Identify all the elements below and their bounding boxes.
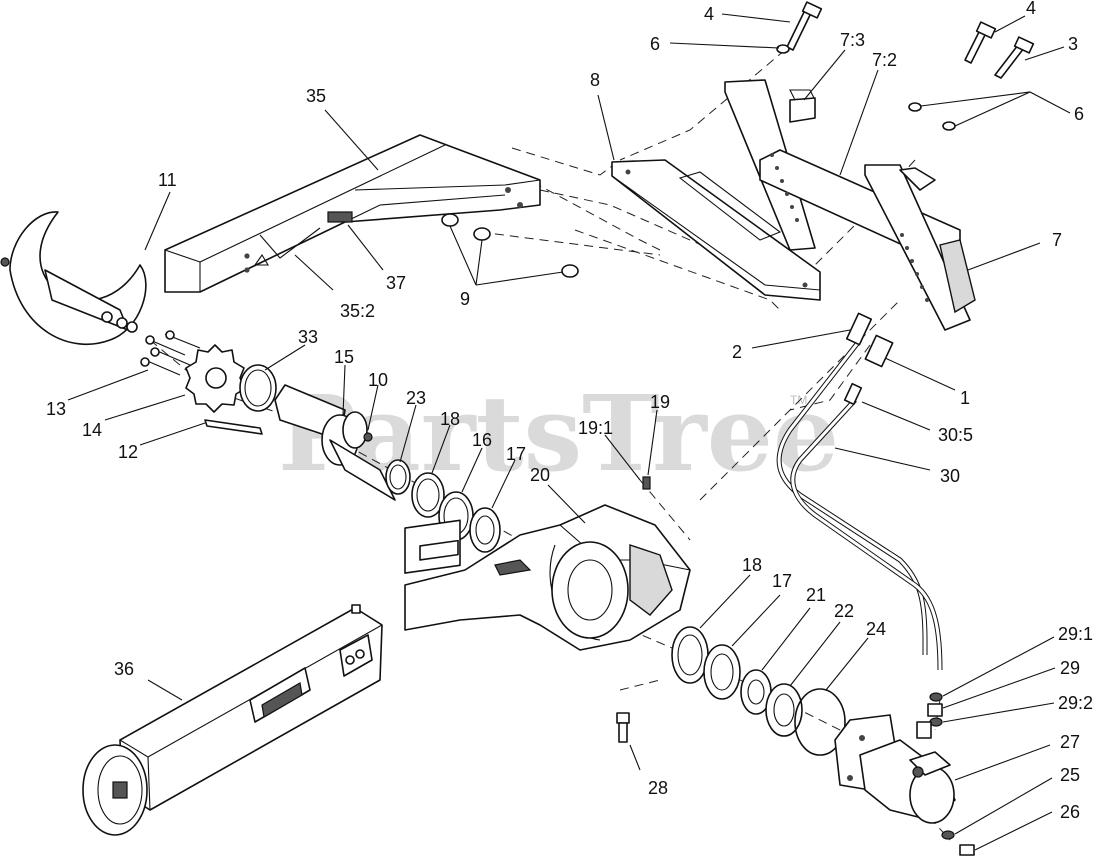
callout-25: 25 <box>1060 765 1080 785</box>
callout-29-2: 29:2 <box>1058 693 1093 713</box>
callout-21: 21 <box>806 585 826 605</box>
callout-35: 35 <box>306 86 326 106</box>
bolts-bottom <box>941 830 975 856</box>
callout-6-left: 6 <box>650 34 660 54</box>
part-9-bushings <box>441 213 579 278</box>
part-30-hoses <box>776 338 943 671</box>
callout-18-left: 18 <box>440 409 460 429</box>
callout-17-left: 17 <box>506 444 526 464</box>
hose-fittings-top <box>843 312 894 406</box>
callout-8: 8 <box>590 70 600 90</box>
callout-26: 26 <box>1060 802 1080 822</box>
callout-33: 33 <box>298 327 318 347</box>
part-27-motor <box>834 714 956 824</box>
part-28-bolt <box>616 712 630 743</box>
callout-19: 19 <box>650 392 670 412</box>
callout-22: 22 <box>834 601 854 621</box>
bearing-set-right <box>671 626 846 756</box>
callout-6-right: 6 <box>1074 104 1084 124</box>
callout-11: 11 <box>158 170 177 190</box>
callout-4-left: 4 <box>704 4 714 24</box>
callout-7-2: 7:2 <box>872 50 897 70</box>
part-8-plate <box>611 159 821 301</box>
callout-13: 13 <box>46 399 66 419</box>
callout-37: 37 <box>386 273 406 293</box>
callout-2: 2 <box>732 342 742 362</box>
part-14-sprocket <box>185 344 247 413</box>
part-7-3-decal <box>789 97 816 123</box>
callout-10: 10 <box>368 370 388 390</box>
callout-14: 14 <box>82 420 102 440</box>
callout-18-right: 18 <box>742 555 762 575</box>
callout-12: 12 <box>118 442 138 462</box>
callout-28: 28 <box>648 778 668 798</box>
callout-29-1: 29:1 <box>1058 624 1093 644</box>
callout-1: 1 <box>960 388 970 408</box>
part-20-housing <box>404 504 691 651</box>
watermark-trademark: TM <box>790 393 807 407</box>
part-36-boom <box>82 604 383 836</box>
part-33-snap-ring <box>239 364 277 412</box>
part-11-auger <box>0 211 147 345</box>
callout-36: 36 <box>114 659 134 679</box>
callout-30: 30 <box>940 466 960 486</box>
callout-7-3: 7:3 <box>840 30 865 50</box>
callout-4-right: 4 <box>1026 0 1036 18</box>
callout-20: 20 <box>530 465 550 485</box>
callout-17-right: 17 <box>772 571 792 591</box>
leader-lines <box>67 13 1071 851</box>
callout-27: 27 <box>1060 732 1080 752</box>
part-35-frame <box>164 134 541 293</box>
callout-7: 7 <box>1052 230 1062 250</box>
part-13-bolts <box>140 330 201 376</box>
callout-9: 9 <box>460 289 470 309</box>
callout-30-5: 30:5 <box>938 425 973 445</box>
callout-23: 23 <box>406 388 426 408</box>
callout-3: 3 <box>1068 34 1078 54</box>
callout-35-2: 35:2 <box>340 301 375 321</box>
part-29-fittings <box>916 692 943 739</box>
callout-15: 15 <box>334 347 354 367</box>
bearing-set-left <box>385 459 501 553</box>
callout-labels: 4 4 3 6 6 7:3 7:2 8 35 11 37 35:2 9 7 2 … <box>46 0 1093 822</box>
part-15-shaft <box>204 384 396 501</box>
callout-24: 24 <box>866 619 886 639</box>
callout-16: 16 <box>472 430 492 450</box>
callout-19-1: 19:1 <box>578 418 613 438</box>
part-19-grease-fitting <box>642 476 651 490</box>
callout-29: 29 <box>1060 658 1080 678</box>
part-7-mount <box>724 79 976 331</box>
